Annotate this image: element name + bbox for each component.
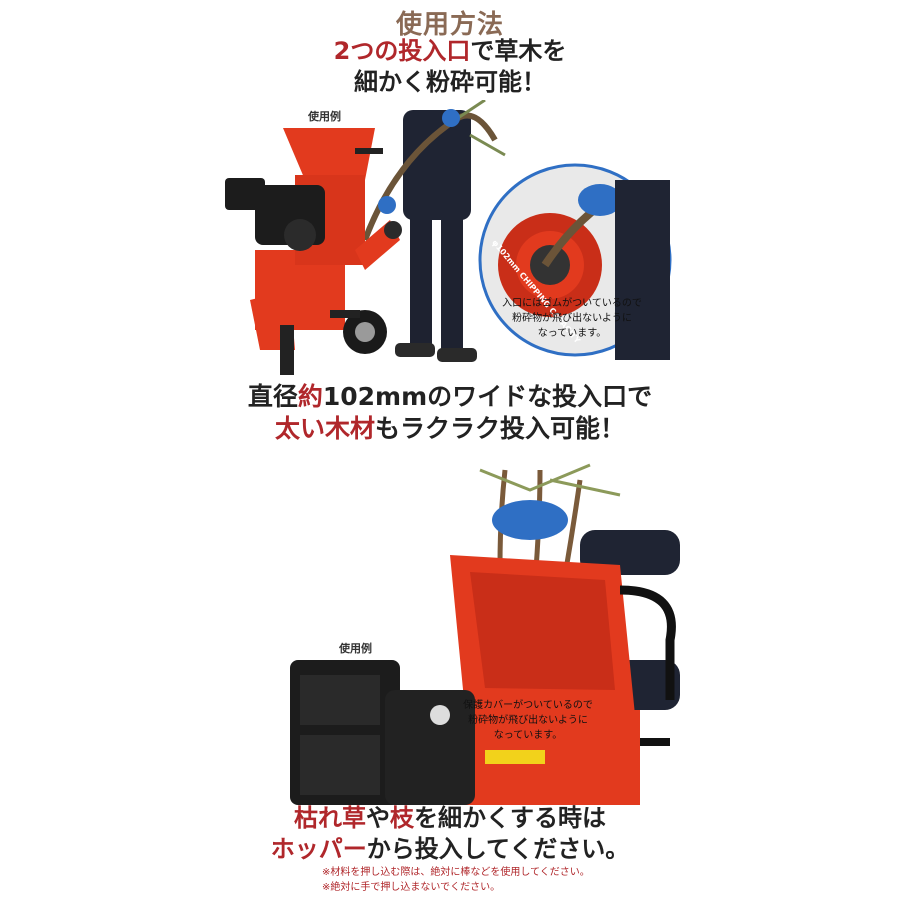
bottom-red-text: 枝 xyxy=(390,804,414,832)
bottom-line-2: ホッパーから投入してください。 xyxy=(0,834,900,865)
bottom-line-1: 枯れ草や枝を細かくする時は xyxy=(0,803,900,834)
middle-line-1: 直径約102mmのワイドな投入口で xyxy=(0,381,900,413)
warning-note-2: ※絶対に手で押し込まないでください。 xyxy=(322,882,501,893)
section-title: 使用方法 xyxy=(395,10,504,40)
callout-bottom-line: 保護カバーがついているので xyxy=(463,700,593,711)
callout-top-line: 粉砕物が飛び出ないように xyxy=(512,313,632,324)
middle-red-text: 約 xyxy=(297,382,323,411)
bottom-text: や xyxy=(366,804,390,832)
bottom-hopper-photo xyxy=(290,463,680,805)
callout-bottom: 保護カバーがついているので 粉砕物が飛び出ないように なっています。 xyxy=(440,698,616,743)
bottom-text: を細かくする時は xyxy=(414,804,606,832)
headline-text: で草木を xyxy=(470,37,567,65)
callout-bottom-line: なっています。 xyxy=(493,730,563,741)
bottom-red-text: 枯れ草 xyxy=(294,804,366,832)
middle-text: 102mmのワイドな投入口で xyxy=(322,382,653,411)
headline-line-2: 細かく粉砕可能！ xyxy=(354,68,546,96)
bottom-red-text: ホッパー xyxy=(270,835,367,863)
callout-bottom-line: 粉砕物が飛び出ないように xyxy=(468,715,588,726)
headline-red-text: 2つの投入口 xyxy=(333,37,471,65)
example-label-bottom: 使用例 xyxy=(339,642,372,655)
middle-text: もラクラク投入可能！ xyxy=(375,414,626,443)
middle-line-2: 太い木材もラクラク投入可能！ xyxy=(0,413,900,445)
callout-top: 入口にはゴムがついているので 粉砕物が飛び出ないように なっています。 xyxy=(477,296,667,341)
middle-text: 直径 xyxy=(247,382,298,411)
middle-red-text: 太い木材 xyxy=(274,414,375,443)
bottom-text: から投入してください。 xyxy=(366,835,630,863)
callout-top-line: 入口にはゴムがついているので xyxy=(502,298,642,309)
example-label-top: 使用例 xyxy=(308,110,341,123)
callout-top-line: なっています。 xyxy=(537,328,607,339)
warning-note-1: ※材料を押し込む際は、絶対に棒などを使用してください。 xyxy=(322,867,590,878)
headline-line-1: 2つの投入口で草木を xyxy=(0,36,900,66)
top-machine-photo xyxy=(225,100,672,375)
